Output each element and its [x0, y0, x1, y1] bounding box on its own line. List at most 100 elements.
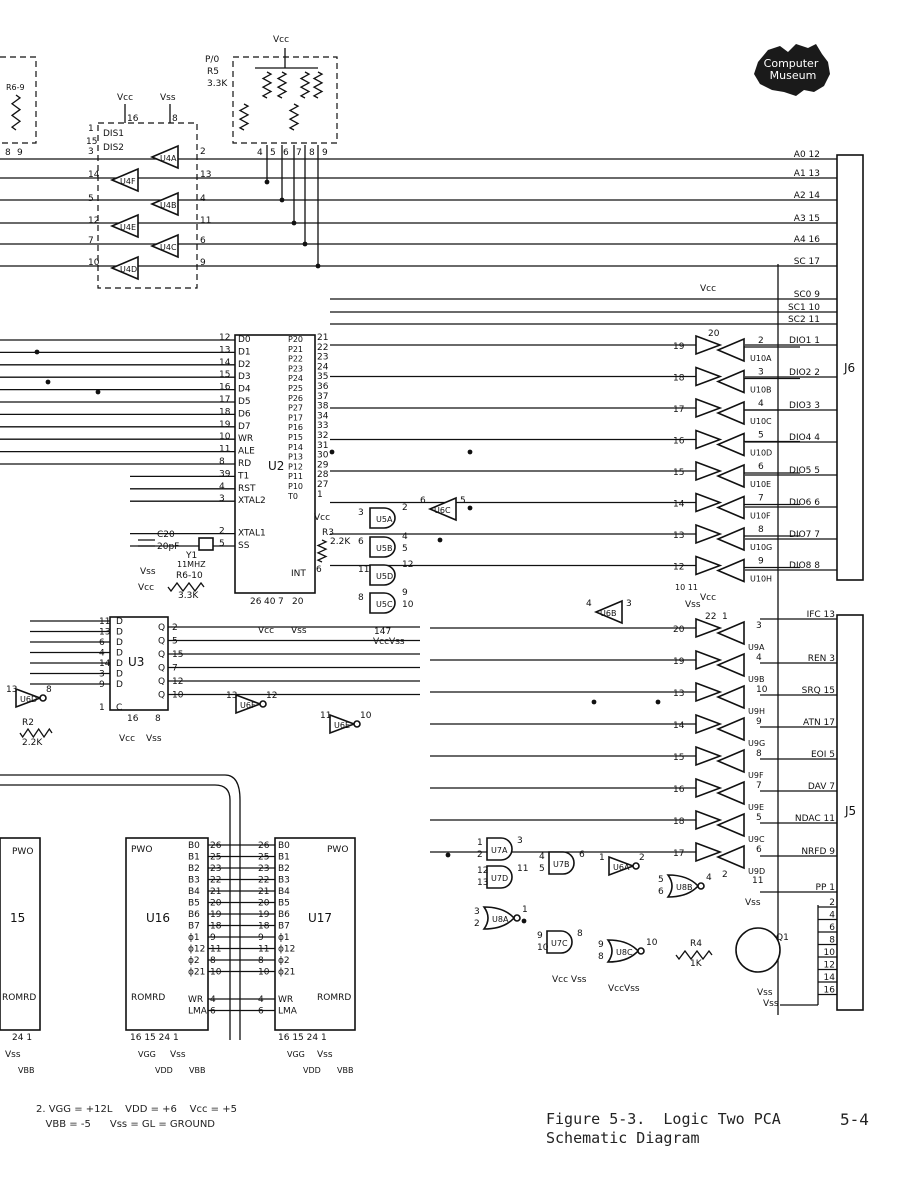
- u2-pin-P20: P20: [288, 335, 303, 344]
- transceiver-U10E-symbol: [695, 460, 723, 482]
- transceiver-U10E-rx-symbol: [715, 463, 745, 489]
- rpack-pin-6: 6: [283, 148, 289, 158]
- rpack-pin-4: 4: [257, 148, 263, 158]
- junction-dot: [437, 537, 443, 543]
- gate-label-U9F: U9F: [748, 771, 764, 780]
- u2-pinnum: 31: [317, 441, 328, 451]
- j5-gnd-pin: 14: [824, 973, 836, 983]
- junction-dot: [467, 505, 473, 511]
- gate-label-U10A: U10A: [750, 354, 772, 363]
- u3-label: U3: [128, 655, 144, 669]
- u9-pin2: 2: [722, 870, 728, 880]
- u2-pin-P21: P21: [288, 345, 303, 354]
- pin: 7: [88, 236, 94, 246]
- u17-romrd: ROMRD: [317, 993, 351, 1003]
- u2-pinnum: 30: [317, 451, 329, 461]
- transceiver-U10G-rx-symbol: [715, 526, 745, 552]
- r6-10-label: R6-10: [176, 571, 203, 581]
- note-line1: 2. VGG = +12L VDD = +6 Vcc = +5: [36, 1104, 237, 1115]
- pin: 5: [460, 496, 466, 506]
- transceiver-U10B-rx-symbol: [715, 369, 745, 394]
- u2-pin-WR: WR: [238, 434, 253, 444]
- gate-U8C-bubble: [637, 947, 645, 955]
- vcc-u10b: Vcc: [700, 593, 716, 603]
- u17-B4: B4: [278, 887, 290, 897]
- pin: 13: [477, 878, 488, 888]
- j5-gnd-pin: 10: [824, 948, 836, 958]
- u17-pin: 25: [258, 853, 269, 863]
- u17-pwo: PWO: [327, 845, 348, 855]
- j5-pin-REN: REN 3: [808, 654, 835, 664]
- u2-bottom-pin: 20: [292, 597, 304, 607]
- u3-qpin: 2: [172, 623, 178, 633]
- u2-pin-P15: P15: [288, 433, 303, 442]
- gate-label-U7D: U7D: [491, 874, 508, 883]
- u15-label: 15: [10, 911, 25, 925]
- gate-U4B: U4B: [160, 201, 176, 210]
- pin: 11: [517, 864, 528, 874]
- pin: 8: [46, 685, 52, 695]
- resistor-R5-5: [261, 71, 273, 99]
- j5-pin-EOI: EOI 5: [811, 750, 835, 760]
- inverter-U6B-symbol: [593, 599, 623, 625]
- u2-pinnum: 8: [219, 457, 225, 467]
- u2-pinnum: 16: [219, 383, 231, 393]
- gate-U5B: [369, 536, 396, 558]
- pin: 10: [537, 943, 549, 953]
- vcc-u4: Vcc: [117, 93, 133, 103]
- transceiver-U10F-rx-symbol: [715, 495, 745, 520]
- u2-pin-D7: D7: [238, 422, 251, 432]
- pin: 12: [673, 563, 684, 573]
- j5-pin-PP: PP 1: [816, 883, 835, 893]
- pin: 6: [200, 236, 206, 246]
- u16-pin: 11: [210, 945, 221, 955]
- gate-label-U9A: U9A: [748, 643, 765, 652]
- gate-label-U8A: U8A: [492, 915, 509, 924]
- u10-pin20: 20: [708, 329, 720, 339]
- u8c-power: VccVss: [608, 984, 640, 994]
- junction-dot: [45, 379, 51, 385]
- u17-B0: B0: [278, 841, 290, 851]
- u10-pins: 10 11: [675, 583, 698, 592]
- pin: 4: [200, 194, 206, 204]
- vcc-rpack: Vcc: [273, 35, 289, 45]
- gate-label-U10G: U10G: [750, 543, 772, 552]
- q1-label: Q1: [776, 933, 789, 943]
- gate-label-U5C: U5C: [376, 600, 393, 609]
- u17-pin: 26: [258, 841, 270, 851]
- u17-LMA: LMA: [278, 1007, 298, 1017]
- pin: 5: [539, 864, 545, 874]
- u15-pins: 24 1: [12, 1033, 32, 1043]
- u2-pinnum: 12: [219, 333, 230, 343]
- junction-dot: [329, 449, 335, 455]
- vss-u9: Vss: [685, 600, 701, 610]
- u16-LMA: LMA: [188, 1007, 208, 1017]
- rpack-r5: R5: [207, 67, 219, 77]
- pin: 16: [673, 785, 685, 795]
- vss-j5: Vss: [763, 999, 779, 1009]
- u2-pinnum: 39: [219, 469, 231, 479]
- pin: 3: [756, 621, 762, 631]
- j6-pin-SC1: SC1 10: [788, 303, 820, 313]
- pin: 17: [673, 849, 684, 859]
- pin: 3: [626, 599, 632, 609]
- u3-q: Q: [158, 664, 165, 674]
- gate-label-U9H: U9H: [748, 707, 765, 716]
- u3-d: D: [116, 670, 123, 680]
- vbb-u17: VBB: [337, 1066, 353, 1075]
- pin: 2: [474, 919, 480, 929]
- c20-value: 20pF: [157, 542, 179, 552]
- buffer-U4A-symbol: [149, 144, 179, 170]
- buffer-U4F-symbol: [109, 167, 139, 193]
- u3-qpin: 15: [172, 650, 183, 660]
- j5-label: J5: [844, 804, 856, 818]
- vgg-u16: VGG: [138, 1050, 156, 1059]
- pin: 8: [598, 952, 604, 962]
- j6-pin-DIO1: DIO1 1: [789, 336, 820, 346]
- resistor-pack-outline: [232, 56, 338, 144]
- transceiver-U9F-rx-symbol: [715, 748, 745, 774]
- u2-pin-P24: P24: [288, 374, 303, 383]
- u2-pin-D4: D4: [238, 385, 251, 395]
- gate-U4D: U4D: [120, 265, 137, 274]
- u17-ϕ21: ϕ21: [278, 968, 295, 978]
